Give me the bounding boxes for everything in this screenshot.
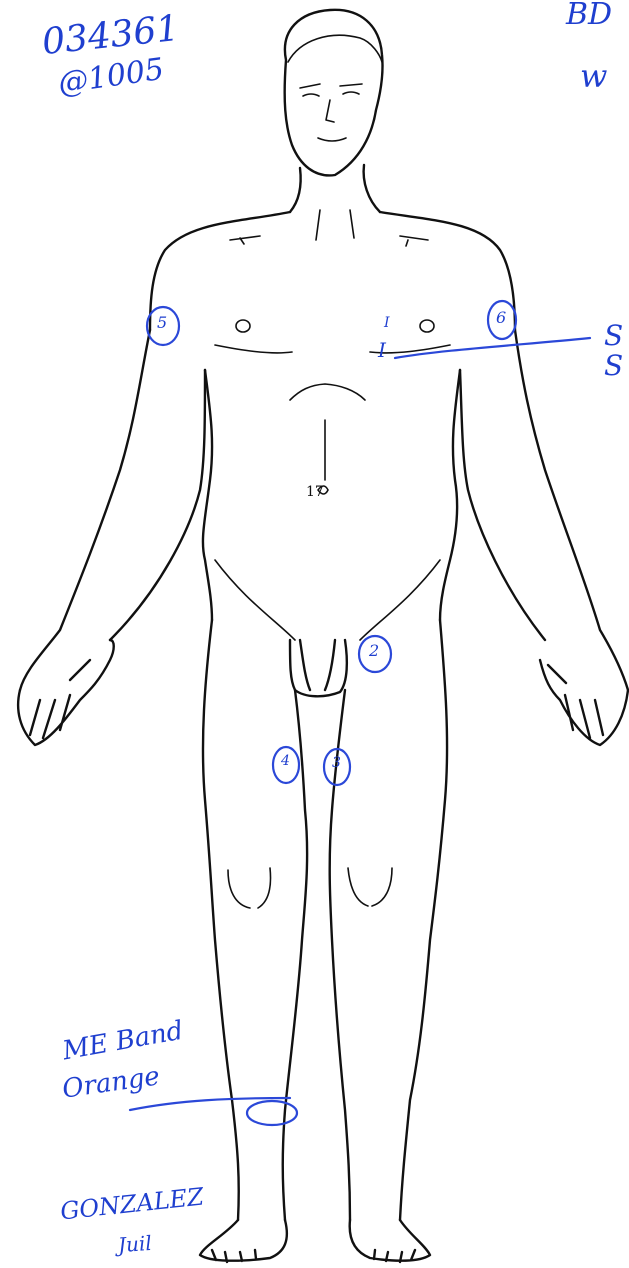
mouth	[318, 138, 346, 141]
groin-lines	[215, 560, 440, 640]
marker-number-knee-right: 4	[281, 754, 290, 768]
hand-right	[540, 660, 628, 745]
marker-number-groin: 2	[369, 643, 379, 659]
leg-outer-left	[203, 620, 239, 1220]
marker-number-left-arm: 6	[496, 310, 506, 326]
chest-label-2: I	[378, 340, 386, 360]
top-right-note-1: BD	[566, 0, 612, 30]
arm-outer-right	[515, 330, 628, 690]
chest-label-1: I	[384, 316, 390, 330]
ankle-pointer-line	[130, 1098, 290, 1110]
neck-right	[364, 165, 380, 212]
leg-outer-right	[400, 620, 447, 1220]
shoulder-right	[380, 212, 515, 330]
bottom-note-line4: Juil	[117, 1233, 152, 1255]
shoulder-left	[150, 212, 290, 330]
torso-right-side	[440, 370, 460, 620]
top-right-note-2: w	[580, 60, 607, 92]
arm-inner-right	[460, 370, 545, 640]
hair-line	[288, 35, 382, 62]
genitals	[290, 640, 347, 696]
rib-lines	[290, 384, 365, 480]
abdomen-mark: 17	[306, 485, 324, 499]
foot-right	[350, 1220, 430, 1262]
kneecaps	[228, 868, 392, 908]
right-edge-note-2: S	[604, 352, 623, 380]
leg-inner-left	[283, 690, 307, 1220]
hand-left	[18, 640, 114, 745]
arm-inner-left	[110, 370, 205, 640]
arm-outer-left	[20, 330, 150, 690]
foot-left	[200, 1220, 287, 1262]
pectorals	[215, 345, 450, 353]
nipples	[236, 320, 434, 332]
marker-number-knee-left: 3	[332, 756, 341, 770]
marker-number-right-arm: 5	[157, 315, 167, 331]
chest-pointer-line	[395, 338, 590, 358]
marker-circle-ankle	[247, 1101, 297, 1125]
right-edge-note-1: S	[604, 322, 623, 350]
eyes	[300, 84, 362, 96]
neck-left	[290, 168, 301, 212]
nose	[326, 100, 334, 122]
